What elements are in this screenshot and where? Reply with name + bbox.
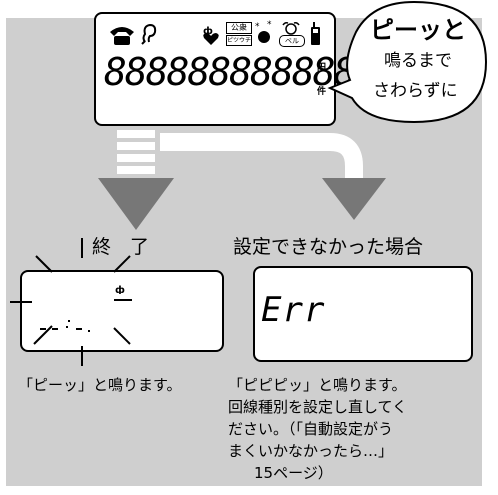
label-kokyo: 公衆 <box>231 23 247 32</box>
error-text: Err <box>261 290 326 330</box>
right-arrow-head <box>322 178 386 220</box>
right-caption-line-3: ださい。（「自動設定がう <box>228 420 394 438</box>
heart-speaker-icon: ф <box>203 25 219 45</box>
lcd-display: ф 公衆 ピツウチ * * ベル 888888888888 円 件 <box>94 12 357 126</box>
right-title: 設定できなかった場合 <box>233 236 424 258</box>
unit-yen: 円 <box>317 63 327 73</box>
bubble-line-2: 鳴るまで <box>384 51 452 71</box>
bubble-line-1: ピーッと <box>370 16 466 44</box>
svg-text:*: * <box>255 22 260 32</box>
stars-face-icon: * * <box>255 20 272 43</box>
right-caption-line-2: 回線種別を設定し直してく <box>228 398 408 416</box>
unit-ken: 件 <box>317 87 327 97</box>
right-caption: 「ピピピッ」と鳴ります。 回線種別を設定し直してく ださい。（「自動設定がう ま… <box>228 374 488 484</box>
left-arrow-head <box>98 178 174 230</box>
label-pitsu-box: ピツウチ <box>226 35 252 46</box>
lcd-finished: ф <box>20 270 224 352</box>
label-beru: ベル <box>285 37 299 45</box>
right-arrow-path <box>160 133 363 184</box>
svg-text:*: * <box>267 20 272 30</box>
label-pitsu: ピツウチ <box>227 37 252 44</box>
left-caption: 「ピーッ」と鳴ります。 <box>18 376 182 394</box>
alarm-clock-icon <box>282 22 300 35</box>
segment-digits: 888888888888 <box>104 50 357 94</box>
right-caption-line-4: まくいかなかったら…」 <box>228 442 394 460</box>
flow-arrows <box>98 130 386 230</box>
left-arrow-stripes <box>117 130 155 174</box>
ear-icon <box>141 23 157 45</box>
label-kokyo-box: 公衆 <box>226 22 252 34</box>
left-title: 終 了 <box>92 236 150 258</box>
label-beru-box: ベル <box>279 35 305 47</box>
alert-rays <box>10 238 132 345</box>
right-caption-line-1: 「ピピピッ」と鳴ります。 <box>228 376 407 394</box>
dot-display <box>40 320 90 332</box>
phone-handset-icon <box>110 27 134 45</box>
speech-bubble <box>327 0 488 124</box>
bubble-line-3: さわらずに <box>373 81 458 101</box>
svg-text:ф: ф <box>115 284 125 294</box>
mobile-phone-icon <box>311 22 320 45</box>
lcd-error: Err <box>253 266 473 362</box>
alert-rays-bottom <box>81 346 83 366</box>
svg-text:ф: ф <box>203 25 213 37</box>
speaker-icon: ф <box>115 284 125 294</box>
right-caption-line-5: 15ページ） <box>254 464 333 482</box>
